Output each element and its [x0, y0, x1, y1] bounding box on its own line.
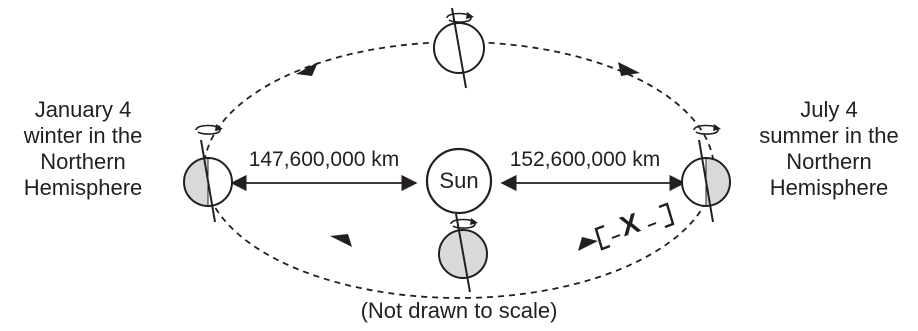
- orbit-arrow-top-left: [296, 62, 318, 76]
- earth-top-icon: [434, 8, 484, 88]
- january-label-line-1: January 4: [0, 97, 166, 123]
- earth-january-icon: [184, 124, 232, 222]
- july-label-line-2: summer in the: [740, 123, 918, 149]
- scale-caption: (Not drawn to scale): [300, 298, 618, 324]
- january-label-line-4: Hemisphere: [0, 175, 166, 201]
- orbit-arrow-bottom-left: [330, 234, 352, 247]
- orbit-arrow-bottom-right: [578, 237, 598, 251]
- january-label-line-3: Northern: [0, 149, 166, 175]
- july-label-line-3: Northern: [740, 149, 918, 175]
- aphelion-distance-label: 152,600,000 km: [496, 148, 674, 172]
- july-label-line-4: Hemisphere: [740, 175, 918, 201]
- perihelion-distance-label: 147,600,000 km: [238, 148, 410, 172]
- january-position-label: January 4 winter in the Northern Hemisph…: [0, 97, 166, 201]
- july-position-label: July 4 summer in the Northern Hemisphere: [740, 97, 918, 201]
- earth-bottom-icon: [439, 214, 487, 292]
- orbit-arrow-top-right: [618, 62, 640, 76]
- january-label-line-2: winter in the: [0, 123, 166, 149]
- sun-label: Sun: [426, 168, 492, 194]
- july-label-line-1: July 4: [740, 97, 918, 123]
